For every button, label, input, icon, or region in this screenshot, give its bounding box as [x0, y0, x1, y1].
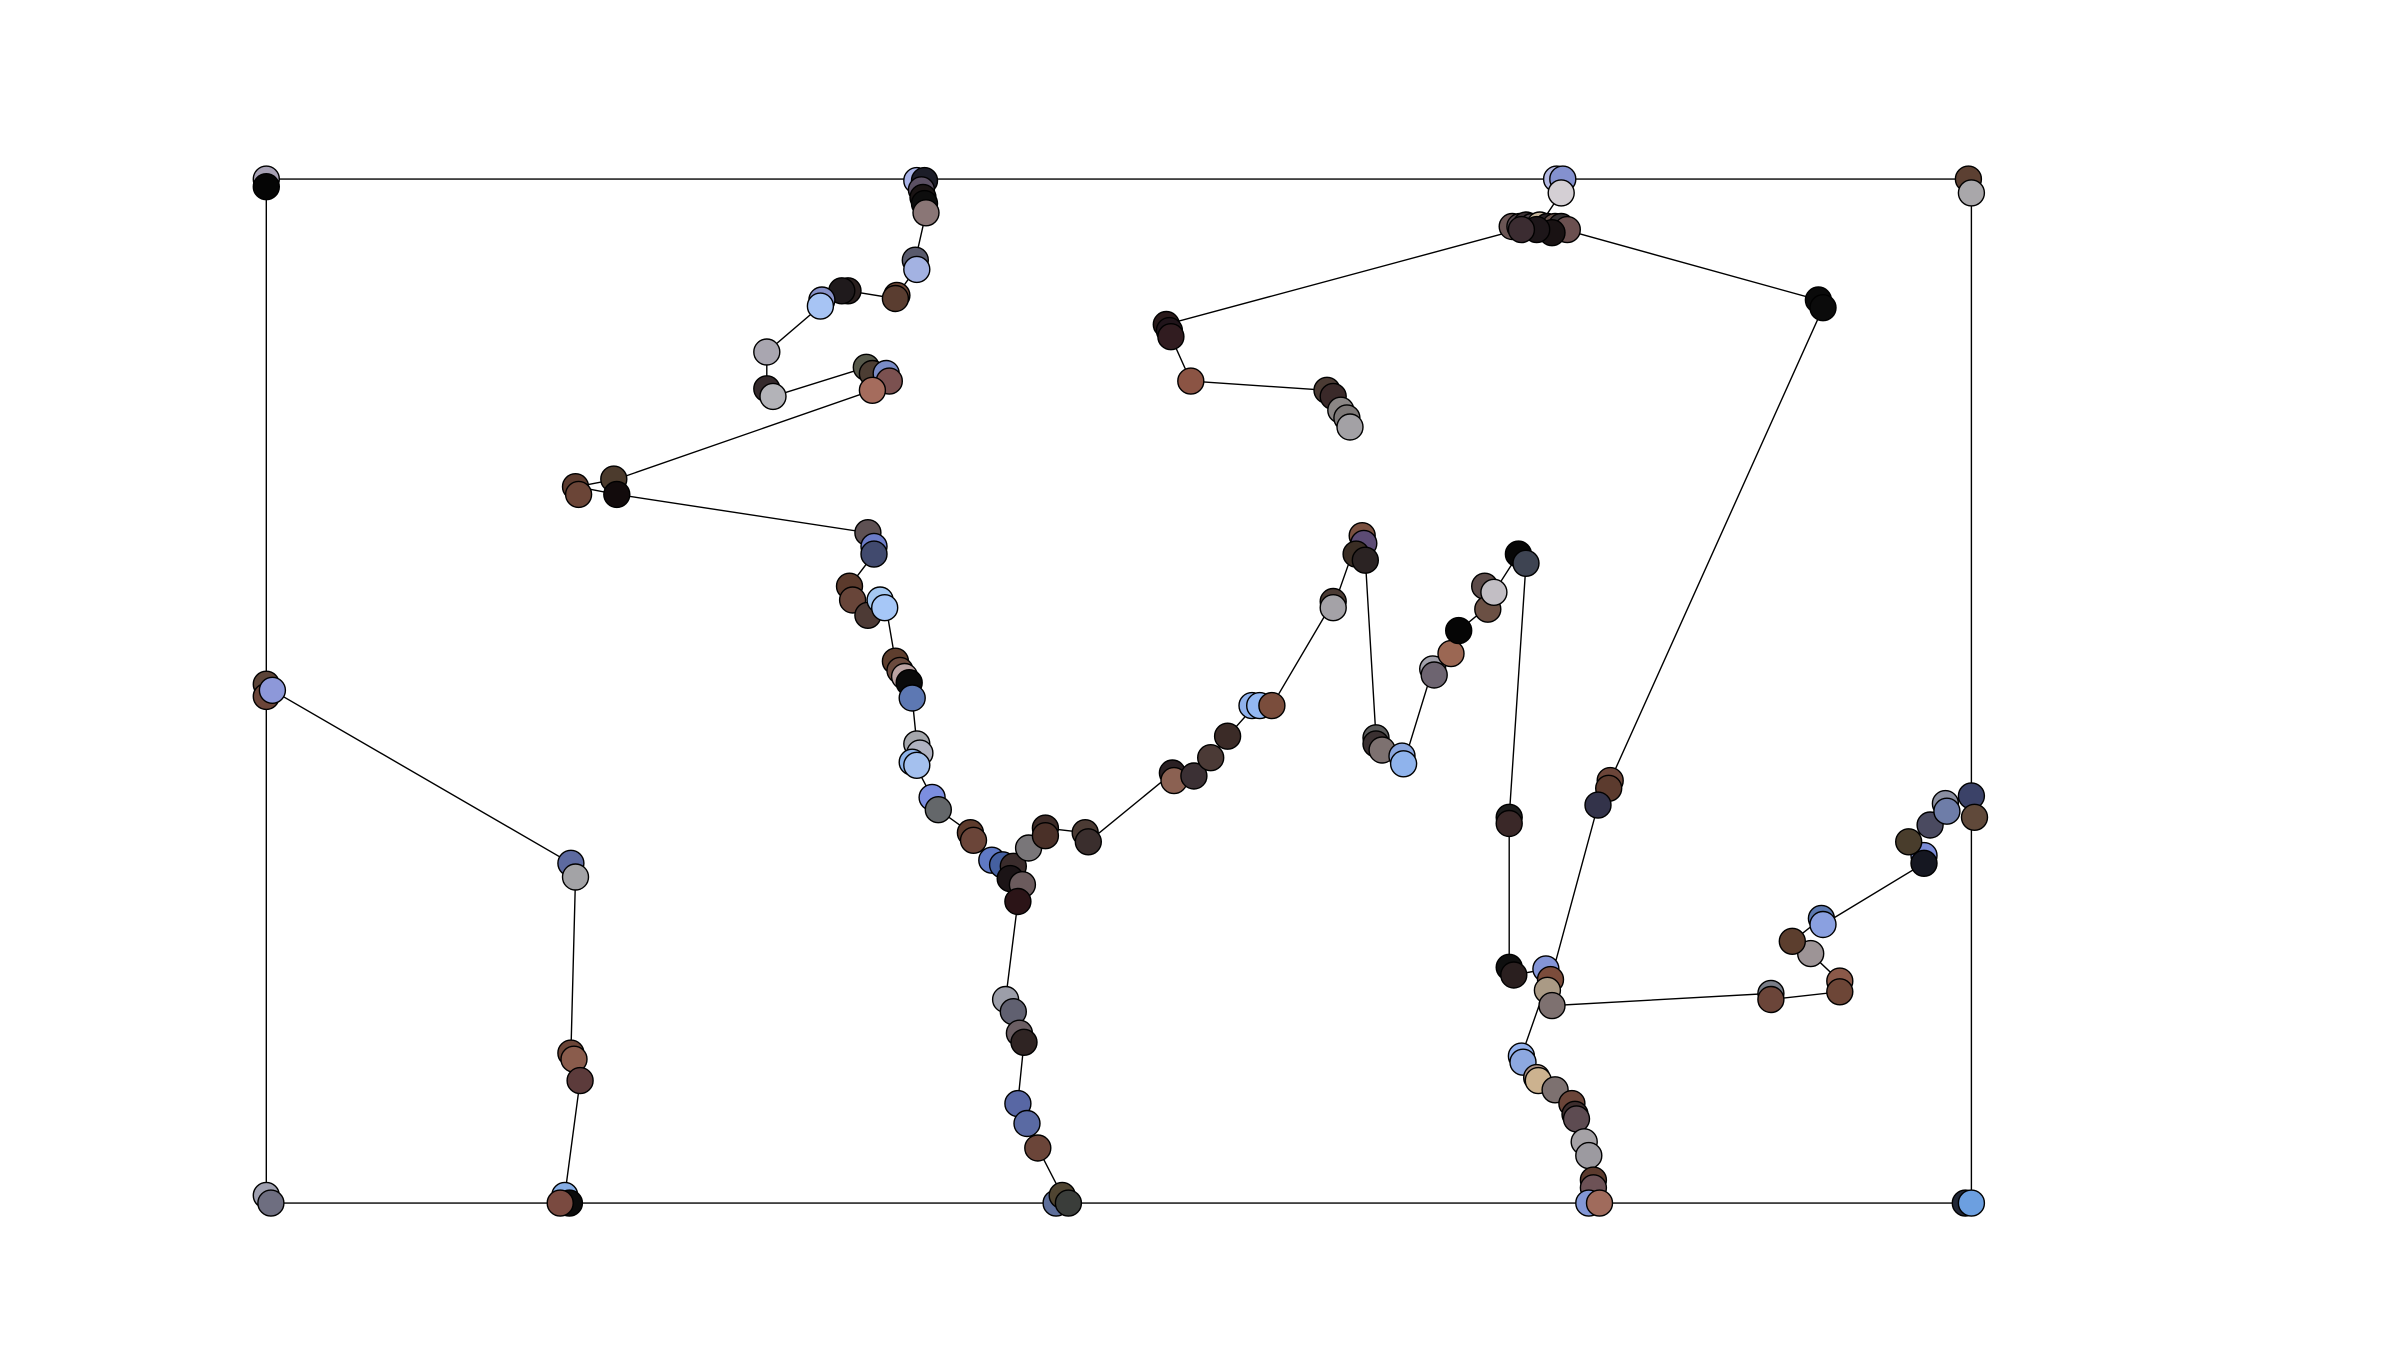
graph-edges	[265, 178, 1973, 1204]
node-group-chain-b-nodes	[1152, 310, 1364, 441]
graph-node	[1933, 797, 1961, 825]
graph-node	[1512, 549, 1540, 577]
node-group-branch-nodes	[1014, 522, 1989, 1020]
edge-frame	[265, 178, 1973, 1204]
graph-node	[561, 863, 590, 891]
edge-chain-c	[1520, 228, 1824, 1204]
graph-node	[1500, 961, 1528, 989]
node-group-top-right-node	[1542, 165, 1577, 207]
graph-node	[546, 1189, 574, 1217]
node-group-ridge-cluster	[1498, 211, 1582, 247]
graph-node	[1258, 691, 1286, 720]
graph-node	[1213, 722, 1242, 750]
graph-node	[566, 1066, 594, 1095]
graph-node	[871, 594, 899, 622]
graph-node	[959, 826, 988, 854]
graph-nodes	[252, 165, 1989, 1217]
graph-node	[1437, 639, 1465, 668]
graph-node	[1054, 1189, 1083, 1217]
graph-node	[257, 1189, 285, 1217]
graph-node	[860, 540, 888, 568]
node-group-top-mid-cluster	[903, 166, 940, 227]
graph-node	[1177, 367, 1205, 395]
graph-node	[603, 480, 631, 509]
graph-node	[1336, 413, 1364, 441]
graph-node	[1575, 1141, 1603, 1170]
graph-node	[1074, 828, 1103, 856]
graph-node	[1010, 1028, 1038, 1057]
graph-node	[881, 284, 910, 313]
graph-node	[1585, 1189, 1614, 1217]
graph-node	[1547, 179, 1575, 207]
graph-node	[1894, 828, 1923, 856]
edge-chain-a	[576, 183, 1069, 1204]
graph-node	[1319, 594, 1347, 622]
graph-node	[1420, 661, 1448, 689]
node-group-top-left-corner	[252, 165, 280, 201]
graph-node	[898, 684, 926, 712]
graph-node	[1495, 809, 1523, 838]
graph-node	[759, 382, 787, 411]
graph-node	[1004, 887, 1032, 916]
graph-node	[1013, 1109, 1041, 1138]
node-group-chain-a-nodes	[561, 246, 1083, 1217]
node-group-top-right-corner	[1954, 165, 1986, 207]
graph-node	[903, 751, 931, 779]
graph-node	[912, 199, 940, 227]
graph-node	[1024, 1134, 1052, 1162]
graph-node	[903, 255, 931, 284]
graph-node	[1910, 849, 1938, 877]
node-group-chain-d-nodes	[252, 670, 594, 1217]
graph-node	[1180, 762, 1208, 790]
graph-node	[806, 292, 835, 320]
edge-chain-d	[266, 689, 581, 1204]
graph-node	[858, 376, 887, 404]
graph-node	[753, 338, 781, 366]
graph-node	[1957, 179, 1986, 207]
graph-node	[924, 796, 952, 824]
graph-node	[1157, 323, 1185, 351]
graph-node	[1351, 546, 1380, 574]
graph-node	[1960, 803, 1989, 831]
graph-node	[1778, 927, 1807, 955]
graph-node	[1809, 910, 1837, 939]
graph-node	[1538, 991, 1566, 1020]
graph-node	[1809, 294, 1837, 322]
graph-node	[1507, 215, 1536, 244]
graph-node	[564, 480, 593, 509]
graph-node	[1196, 744, 1225, 772]
graph-node	[1562, 1105, 1591, 1133]
graph-node	[1389, 750, 1418, 778]
graph-node	[1584, 791, 1612, 819]
graph-node	[1826, 978, 1854, 1006]
node-group-bottom-corners	[252, 1181, 1986, 1217]
graph-node	[1031, 822, 1060, 850]
graph-node	[1957, 1189, 1986, 1217]
graph-node	[1444, 616, 1473, 645]
graph-node	[252, 172, 280, 201]
graph-node	[258, 676, 287, 704]
graph-node	[1757, 985, 1785, 1014]
node-group-chain-c-nodes	[1507, 286, 1837, 1217]
graph-node	[1480, 578, 1508, 606]
